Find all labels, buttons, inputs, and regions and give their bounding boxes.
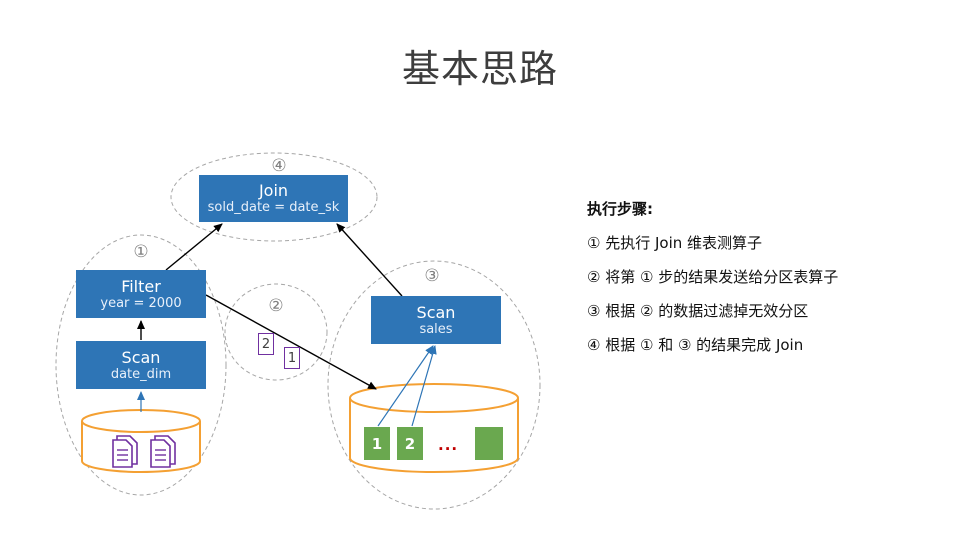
filter-value-tag-1: 1 — [284, 347, 300, 369]
marker-2: ② — [268, 296, 284, 316]
step-3: ③ 根据 ② 的数据过滤掉无效分区 — [587, 302, 809, 320]
marker-4: ④ — [271, 156, 287, 176]
scan-sales-node-table: sales — [419, 321, 453, 337]
execution-steps: 执行步骤: ① 先执行 Join 维表测算子 ② 将第 ① 步的结果发送给分区表… — [587, 198, 838, 369]
step-2: ② 将第 ① 步的结果发送给分区表算子 — [587, 268, 839, 286]
partition-1: 1 — [364, 427, 390, 460]
scan-date-node-table: date_dim — [110, 366, 172, 382]
page-title: 基本思路 — [401, 47, 558, 91]
marker-3: ③ — [424, 266, 440, 286]
partition-ellipsis: ... — [438, 436, 459, 454]
filter-node: Filter year = 2000 — [76, 270, 206, 318]
filter-node-title: Filter — [121, 276, 161, 296]
steps-title: 执行步骤: — [587, 200, 653, 218]
step-1: ① 先执行 Join 维表测算子 — [587, 234, 763, 252]
filter-value-tag-2: 2 — [258, 333, 274, 355]
group-date-ellipse — [55, 234, 227, 496]
document-icon — [150, 435, 176, 468]
group-join-ellipse — [170, 152, 378, 242]
date-dim-cylinder — [81, 409, 201, 473]
arrow-partition1-to-scan — [377, 345, 434, 427]
arrow-partition2-to-scan — [411, 345, 437, 427]
join-node: Join sold_date = date_sk — [199, 175, 348, 222]
join-node-condition: sold_date = date_sk — [207, 200, 340, 215]
scan-sales-node-title: Scan — [416, 302, 456, 322]
arrow-filter-to-join — [165, 223, 223, 271]
scan-date-node-title: Scan — [121, 347, 161, 367]
partition-n — [475, 427, 503, 460]
step-4: ④ 根据 ① 和 ③ 的结果完成 Join — [587, 336, 804, 354]
join-node-title: Join — [258, 181, 289, 200]
partition-2: 2 — [397, 427, 423, 460]
document-icon — [112, 435, 138, 468]
scan-sales-node: Scan sales — [371, 296, 501, 344]
marker-1: ① — [133, 242, 149, 262]
scan-date-node: Scan date_dim — [76, 341, 206, 389]
arrow-sales-scan-to-join — [336, 223, 403, 297]
group-sales-ellipse — [327, 260, 541, 510]
filter-node-condition: year = 2000 — [100, 295, 182, 311]
arrow-filter-to-sales-table — [205, 294, 377, 390]
group-runtime-filter-ellipse — [224, 283, 328, 381]
